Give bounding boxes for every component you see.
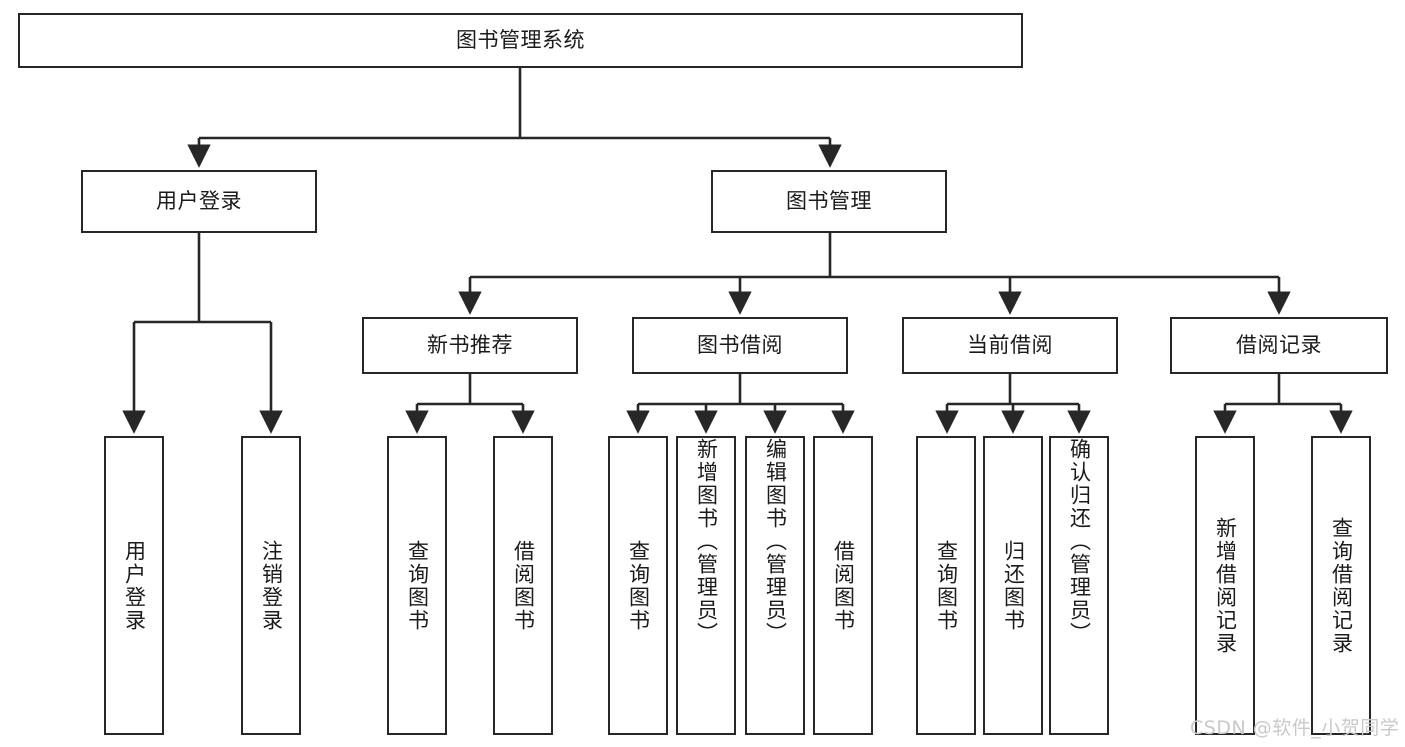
leaf-return-book[interactable]: 归还图书 (983, 436, 1043, 735)
node-label: 借阅图书 (511, 539, 536, 632)
node-label: 新增借阅记录 (1213, 516, 1238, 655)
leaf-edit-book-admin[interactable]: 编辑图书（管理员） (745, 436, 805, 735)
leaf-user-login[interactable]: 用户登录 (104, 436, 164, 735)
leaf-confirm-return-admin[interactable]: 确认归还（管理员） (1049, 436, 1109, 735)
leaf-borrow-book-recommend[interactable]: 借阅图书 (493, 436, 553, 735)
node-label: 借阅图书 (831, 539, 856, 632)
node-label: 借阅记录 (1236, 332, 1322, 357)
node-label: 新增图书（管理员） (694, 438, 719, 645)
node-label: 图书管理 (786, 188, 872, 213)
node-label: 新书推荐 (427, 332, 513, 357)
leaf-query-book-current[interactable]: 查询图书 (916, 436, 976, 735)
leaf-borrow-book[interactable]: 借阅图书 (813, 436, 873, 735)
node-root-system[interactable]: 图书管理系统 (18, 13, 1023, 68)
node-label: 图书管理系统 (456, 27, 585, 52)
leaf-add-book-admin[interactable]: 新增图书（管理员） (676, 436, 736, 735)
node-label: 确认归还（管理员） (1067, 438, 1092, 645)
node-label: 当前借阅 (967, 332, 1053, 357)
node-label: 用户登录 (122, 539, 147, 632)
node-current-borrow[interactable]: 当前借阅 (902, 317, 1118, 374)
leaf-query-book-borrow[interactable]: 查询图书 (608, 436, 668, 735)
node-borrow-record[interactable]: 借阅记录 (1170, 317, 1388, 374)
node-label: 查询图书 (626, 539, 651, 632)
node-label: 查询图书 (405, 539, 430, 632)
leaf-logout[interactable]: 注销登录 (241, 436, 301, 735)
node-label: 用户登录 (156, 188, 242, 213)
node-label: 编辑图书（管理员） (763, 438, 788, 645)
leaf-add-borrow-record[interactable]: 新增借阅记录 (1195, 436, 1255, 735)
node-label: 查询图书 (934, 539, 959, 632)
node-new-book-recommend[interactable]: 新书推荐 (362, 317, 578, 374)
node-user-login[interactable]: 用户登录 (81, 170, 317, 233)
node-label: 图书借阅 (697, 332, 783, 357)
node-book-borrow[interactable]: 图书借阅 (632, 317, 848, 374)
leaf-query-book-recommend[interactable]: 查询图书 (387, 436, 447, 735)
node-label: 归还图书 (1001, 539, 1026, 632)
node-label: 查询借阅记录 (1329, 516, 1354, 655)
watermark-text: CSDN @软件_小贺同学 (1190, 717, 1400, 739)
leaf-query-borrow-record[interactable]: 查询借阅记录 (1311, 436, 1371, 735)
node-label: 注销登录 (259, 539, 284, 632)
node-book-management[interactable]: 图书管理 (711, 170, 947, 233)
